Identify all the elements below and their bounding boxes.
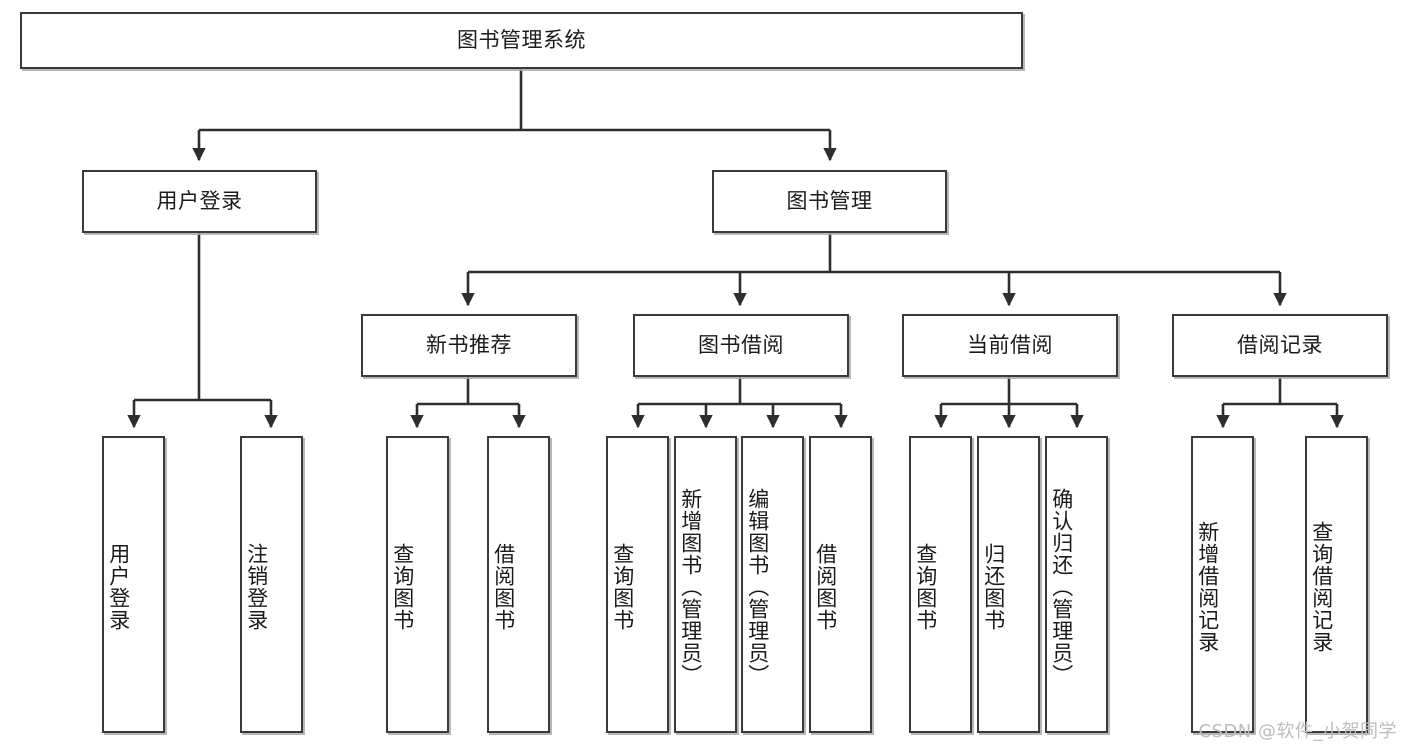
node-label: 归还图书 — [981, 542, 1006, 631]
node-label: 新增图书（管理员） — [678, 487, 703, 686]
node-label: 查询图书 — [390, 542, 415, 631]
node-label: 查询借阅记录 — [1309, 520, 1334, 653]
node-label: 借阅记录 — [1237, 333, 1323, 358]
leaf-record-query-borrow-record[interactable]: 查询借阅记录 — [1305, 436, 1368, 733]
leaf-borrow-edit-book-admin[interactable]: 编辑图书（管理员） — [741, 436, 804, 733]
node-borrow-record[interactable]: 借阅记录 — [1172, 314, 1388, 377]
node-label: 图书借阅 — [698, 333, 784, 358]
node-label: 图书管理 — [786, 189, 873, 214]
leaf-recommend-query-book[interactable]: 查询图书 — [386, 436, 449, 733]
leaf-recommend-borrow-book[interactable]: 借阅图书 — [487, 436, 550, 733]
node-root-book-management-system[interactable]: 图书管理系统 — [20, 12, 1023, 69]
node-new-book-recommend[interactable]: 新书推荐 — [361, 314, 577, 377]
node-label: 查询图书 — [610, 542, 635, 631]
leaf-borrow-query-book[interactable]: 查询图书 — [606, 436, 669, 733]
node-label: 确认归还（管理员） — [1049, 487, 1074, 686]
leaf-current-return-book[interactable]: 归还图书 — [977, 436, 1040, 733]
node-label: 新增借阅记录 — [1195, 520, 1220, 653]
node-book-borrow[interactable]: 图书借阅 — [633, 314, 849, 377]
node-label: 借阅图书 — [491, 542, 516, 631]
leaf-user-logout[interactable]: 注销登录 — [240, 436, 303, 733]
leaf-borrow-borrow-book[interactable]: 借阅图书 — [809, 436, 872, 733]
node-label: 新书推荐 — [426, 333, 512, 358]
leaf-current-query-book[interactable]: 查询图书 — [909, 436, 972, 733]
leaf-current-confirm-return-admin[interactable]: 确认归还（管理员） — [1045, 436, 1108, 733]
node-book-management[interactable]: 图书管理 — [712, 170, 947, 233]
node-label: 用户登录 — [156, 189, 243, 214]
node-label: 查询图书 — [913, 542, 938, 631]
node-user-login[interactable]: 用户登录 — [82, 170, 317, 233]
node-label: 编辑图书（管理员） — [745, 487, 770, 686]
node-label: 图书管理系统 — [457, 28, 586, 53]
leaf-borrow-add-book-admin[interactable]: 新增图书（管理员） — [674, 436, 737, 733]
node-label: 用户登录 — [106, 542, 131, 631]
leaf-user-login[interactable]: 用户登录 — [102, 436, 165, 733]
node-label: 当前借阅 — [967, 333, 1053, 358]
watermark-text: CSDN @软件_小贺同学 — [1198, 721, 1397, 742]
node-label: 借阅图书 — [813, 542, 838, 631]
leaf-record-add-borrow-record[interactable]: 新增借阅记录 — [1191, 436, 1254, 733]
node-current-borrow[interactable]: 当前借阅 — [902, 314, 1118, 377]
node-label: 注销登录 — [244, 542, 269, 631]
